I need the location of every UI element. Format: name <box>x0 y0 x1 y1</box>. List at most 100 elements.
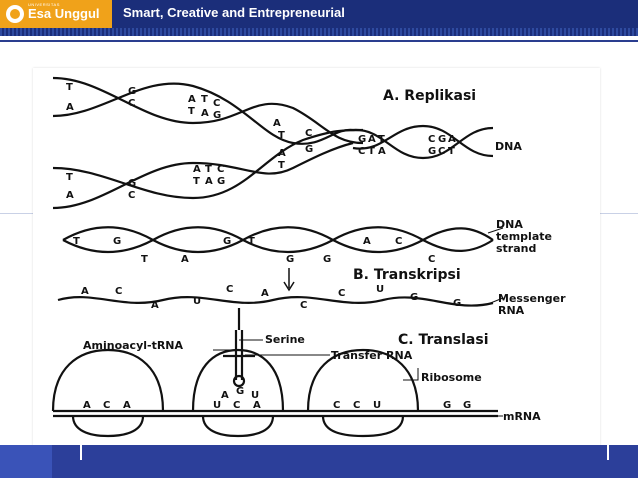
base: G <box>428 146 436 157</box>
dna-diagram-figure: A. Replikasi B. Transkripsi C. Translasi… <box>33 68 600 446</box>
base: T <box>248 236 255 247</box>
logo-subtext: UNIVERSITAS <box>28 2 60 7</box>
label-template-2: template <box>496 230 552 243</box>
base: A <box>188 94 196 105</box>
base: C <box>128 190 135 201</box>
base: A <box>368 134 376 145</box>
label-ribosome: Ribosome <box>421 371 482 384</box>
base: T <box>278 130 285 141</box>
base: C <box>128 98 135 109</box>
label-template-1: DNA <box>496 218 523 231</box>
template-strand-bottom <box>62 226 494 254</box>
label-template-3: strand <box>496 242 536 255</box>
base: A <box>273 118 281 129</box>
base: C <box>353 400 360 411</box>
base: G <box>217 176 225 187</box>
base: G <box>323 254 331 265</box>
base: U <box>193 296 201 307</box>
side-rule-right <box>600 213 638 214</box>
base: G <box>113 236 121 247</box>
base: T <box>66 82 73 93</box>
base: G <box>128 178 136 189</box>
base: C <box>428 254 435 265</box>
base: G <box>213 110 221 121</box>
base: C <box>226 284 233 295</box>
template-leader <box>487 227 504 234</box>
label-replication: A. Replikasi <box>383 88 476 104</box>
base: A <box>448 134 456 145</box>
base: G <box>443 400 451 411</box>
base: T <box>368 146 375 157</box>
label-transfer-rna: Transfer RNA <box>331 349 413 362</box>
base: A <box>205 176 213 187</box>
label-translation: C. Translasi <box>398 332 489 348</box>
ribosome-2-small <box>201 415 275 438</box>
trna-loop <box>232 374 246 388</box>
base: A <box>123 400 131 411</box>
base: G <box>463 400 471 411</box>
base: G <box>438 134 446 145</box>
base: T <box>193 176 200 187</box>
base: G <box>358 134 366 145</box>
footer-frame <box>80 445 609 460</box>
base: T <box>278 160 285 171</box>
ribosome-1-large <box>51 348 165 412</box>
base: T <box>205 164 212 175</box>
template-strand-top <box>62 226 494 254</box>
footer-accent <box>0 445 52 478</box>
base: T <box>378 134 385 145</box>
label-mrna: mRNA <box>503 410 541 423</box>
base: A <box>83 400 91 411</box>
base: G <box>410 292 418 303</box>
transcription-arrowhead <box>283 281 295 292</box>
label-aminoacyl: Aminoacyl-tRNA <box>83 339 184 352</box>
base: A <box>66 102 74 113</box>
base: G <box>286 254 294 265</box>
side-rule-left <box>0 213 33 214</box>
base: T <box>73 236 80 247</box>
helix-strand-top <box>352 126 494 160</box>
label-transcription: B. Transkripsi <box>353 267 461 283</box>
base: U <box>373 400 381 411</box>
base: C <box>115 286 122 297</box>
base: C <box>305 128 312 139</box>
university-logo: UNIVERSITAS Esa Unggul <box>0 0 112 28</box>
base: T <box>448 146 455 157</box>
base: T <box>141 254 148 265</box>
header-stripe <box>0 28 638 36</box>
label-dna: DNA <box>495 140 522 153</box>
base: C <box>395 236 402 247</box>
helix-strand-bottom <box>352 124 494 158</box>
label-messenger-1: Messenger <box>498 292 566 305</box>
ribosome-leader <box>403 368 419 381</box>
base: C <box>428 134 435 145</box>
base: C <box>338 288 345 299</box>
label-serine: Serine <box>265 333 305 346</box>
base: A <box>201 108 209 119</box>
base: A <box>261 288 269 299</box>
base: A <box>66 190 74 201</box>
base: A <box>378 146 386 157</box>
base: T <box>201 94 208 105</box>
base: A <box>81 286 89 297</box>
replication-strand-4 <box>52 141 354 210</box>
base: G <box>305 144 313 155</box>
base: A <box>193 164 201 175</box>
logo-emblem-icon <box>6 5 24 23</box>
base: G <box>453 298 461 309</box>
footer-bar <box>0 445 638 478</box>
base: C <box>300 300 307 311</box>
base: C <box>438 146 445 157</box>
base: U <box>213 400 221 411</box>
base: C <box>358 146 365 157</box>
ribosome-3-large <box>306 348 420 412</box>
base: A <box>278 148 286 159</box>
replication-strand-1 <box>52 76 364 145</box>
base: T <box>66 172 73 183</box>
base: C <box>213 98 220 109</box>
dna-diagram: A. Replikasi B. Transkripsi C. Translasi… <box>51 76 566 438</box>
base: G <box>128 86 136 97</box>
ribosome-1-small <box>71 415 145 438</box>
ribosome-3-small <box>321 415 405 438</box>
label-messenger-2: RNA <box>498 304 525 317</box>
